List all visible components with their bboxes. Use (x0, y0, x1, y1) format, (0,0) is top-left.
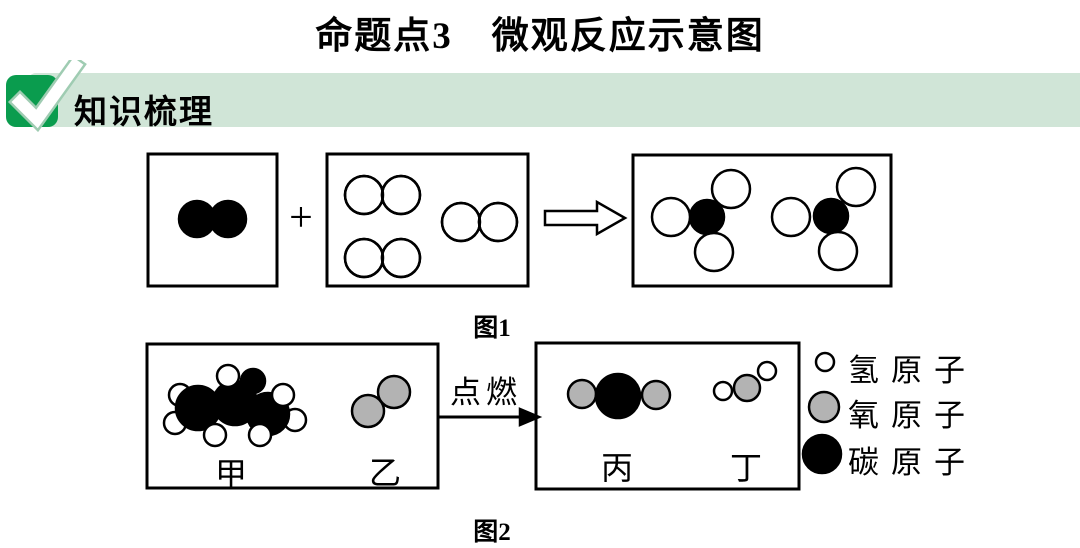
figure2-bing-molecule (594, 372, 642, 420)
check-icon (6, 60, 87, 132)
figure2-ding-molecule (732, 373, 762, 403)
page-title: 命题点3 微观反应示意图 (315, 16, 765, 57)
substance-label-yi: 乙 (368, 455, 401, 491)
figure2-ding-molecule (712, 380, 734, 402)
figure1-product-molecules (650, 196, 692, 238)
figure2-ding-molecule (756, 360, 778, 382)
figure1-caption: 图1 (473, 315, 511, 342)
figure1-reactant1-molecule (208, 199, 248, 239)
figure2-jia-molecule (270, 382, 296, 408)
figure1-product-molecules (693, 231, 735, 273)
figure1-reactant2-molecules (477, 201, 519, 243)
check-icon-mark (11, 60, 84, 129)
figure1-product-molecules (812, 197, 850, 235)
figure2-arrow-head (518, 407, 543, 427)
legend-label-oxygen: 氧原子 (848, 398, 977, 433)
figure2-yi-molecule (350, 393, 386, 429)
figure2-jia-molecule (215, 363, 241, 389)
figure2-bing-molecule (640, 379, 672, 411)
figure1-product-molecules (710, 168, 752, 210)
section-banner (28, 73, 1080, 127)
legend-swatches (807, 390, 841, 424)
figure1-yields-arrow (543, 199, 628, 237)
figure2-caption: 图2 (473, 519, 511, 546)
figure1-reactant2-molecules (380, 237, 422, 279)
section-title: 知识梳理 (74, 93, 214, 130)
figure2-products-box (534, 341, 801, 491)
substance-label-bing: 丙 (600, 450, 633, 486)
figure1-product-molecules (835, 166, 877, 208)
legend-label-carbon: 碳原子 (848, 445, 977, 480)
figure1-reactant2-molecules (380, 174, 422, 216)
legend-label-hydrogen: 氢原子 (848, 353, 977, 388)
figure2-yi-molecule (376, 374, 412, 410)
legend-swatches (814, 351, 836, 373)
legend-swatches (801, 433, 843, 475)
figure2-jia-molecule (202, 422, 228, 448)
substance-label-jia: 甲 (214, 456, 247, 492)
figure1-product-molecules (770, 196, 812, 238)
figure1-product-molecules (817, 230, 859, 272)
figure2-bing-molecule (566, 378, 598, 410)
figure1-reactant1-box (146, 152, 279, 288)
plus-operator: + (289, 195, 313, 241)
figure2-jia-molecule (247, 422, 273, 448)
substance-label-ding: 丁 (729, 450, 762, 486)
ignite-condition-label: 点燃 (450, 375, 522, 410)
